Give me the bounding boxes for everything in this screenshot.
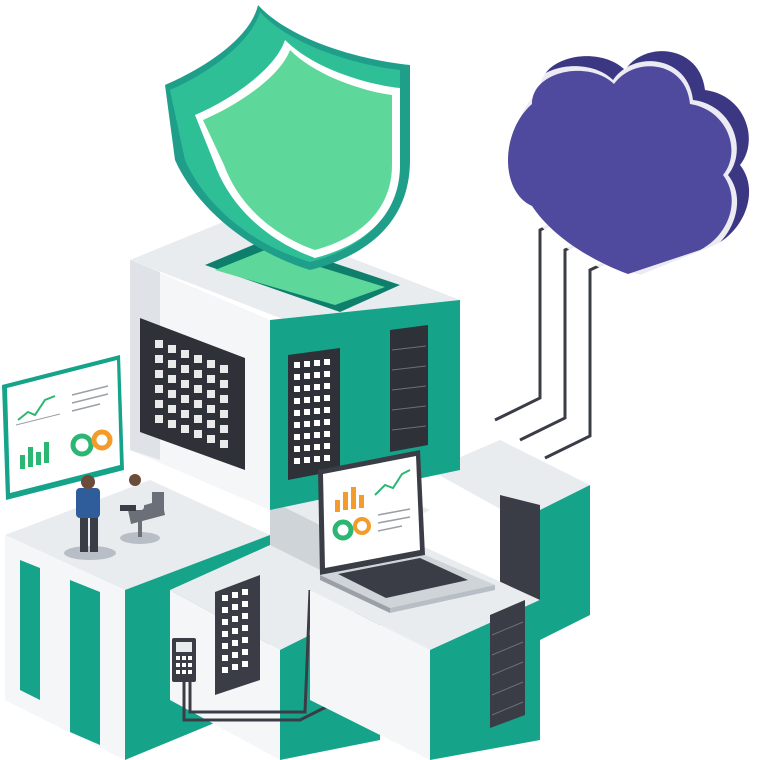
bar-chart-icon xyxy=(335,487,364,512)
server-rack-icon xyxy=(288,325,428,480)
donut-chart-icon xyxy=(332,517,371,541)
laptop-icon xyxy=(318,450,495,613)
dashboard-board xyxy=(2,355,124,500)
line-chart-icon xyxy=(15,395,61,426)
server-rack-icon xyxy=(215,575,260,695)
donut-chart-icon xyxy=(70,429,113,457)
cloud-icon xyxy=(501,51,750,280)
line-chart-icon xyxy=(374,469,411,496)
keypad-icon xyxy=(172,589,331,722)
person-standing xyxy=(64,475,116,560)
server-rack-icon xyxy=(140,318,245,470)
bar-chart-icon xyxy=(20,442,49,469)
person-sitting xyxy=(120,474,165,544)
block-bottom-left xyxy=(5,480,270,760)
shield-icon xyxy=(165,5,410,270)
